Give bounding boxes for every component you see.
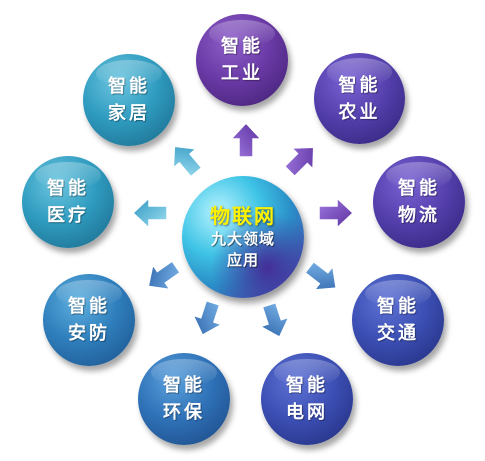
arrow-to-environment xyxy=(191,299,224,337)
node-label-line1: 智能 xyxy=(163,375,205,396)
node-smart-agriculture: 智能 农业 xyxy=(314,53,405,144)
node-label-line2: 工业 xyxy=(221,63,263,84)
node-label-line2: 安防 xyxy=(68,323,110,344)
arrow-to-home xyxy=(172,145,203,178)
center-hub: 物联网 九大领域 应用 xyxy=(182,176,304,298)
arrow-to-logistics xyxy=(318,196,355,230)
node-label-line2: 物流 xyxy=(398,205,440,226)
center-title: 物联网 xyxy=(210,204,276,228)
center-subtitle-line1: 九大领域 xyxy=(210,230,275,248)
node-smart-industry: 智能 工业 xyxy=(196,14,288,106)
node-label-line1: 智能 xyxy=(398,178,440,199)
node-label-line1: 智能 xyxy=(286,375,328,396)
arrow-to-transportation xyxy=(304,260,338,291)
node-smart-power-grid: 智能 电网 xyxy=(261,353,353,445)
arrow-to-power-grid xyxy=(258,301,291,339)
node-smart-logistics: 智能 物流 xyxy=(373,156,465,248)
node-smart-home: 智能 家居 xyxy=(83,54,175,146)
node-label-line1: 智能 xyxy=(338,74,381,96)
center-subtitle-line2: 应用 xyxy=(226,251,259,269)
node-label-line2: 电网 xyxy=(286,402,328,423)
arrow-to-security xyxy=(147,260,182,291)
arrow-to-healthcare xyxy=(131,196,168,230)
node-label-line1: 智能 xyxy=(377,296,419,317)
arrow-to-agriculture xyxy=(283,146,315,178)
node-label-line1: 智能 xyxy=(108,76,150,97)
node-smart-environment: 智能 环保 xyxy=(138,353,230,445)
node-label-line1: 智能 xyxy=(221,36,263,57)
node-label-line2: 农业 xyxy=(338,101,381,123)
node-label-line1: 智能 xyxy=(68,296,110,317)
node-label-line2: 交通 xyxy=(377,323,419,344)
node-smart-healthcare: 智能 医疗 xyxy=(22,156,114,248)
node-label-line2: 医疗 xyxy=(47,205,89,226)
node-label-line2: 环保 xyxy=(163,402,205,423)
arrow-to-industry xyxy=(229,121,263,158)
node-smart-security: 智能 安防 xyxy=(43,274,135,366)
node-label-line2: 家居 xyxy=(108,103,150,124)
node-label-line1: 智能 xyxy=(47,178,89,199)
node-smart-transportation: 智能 交通 xyxy=(352,274,444,366)
